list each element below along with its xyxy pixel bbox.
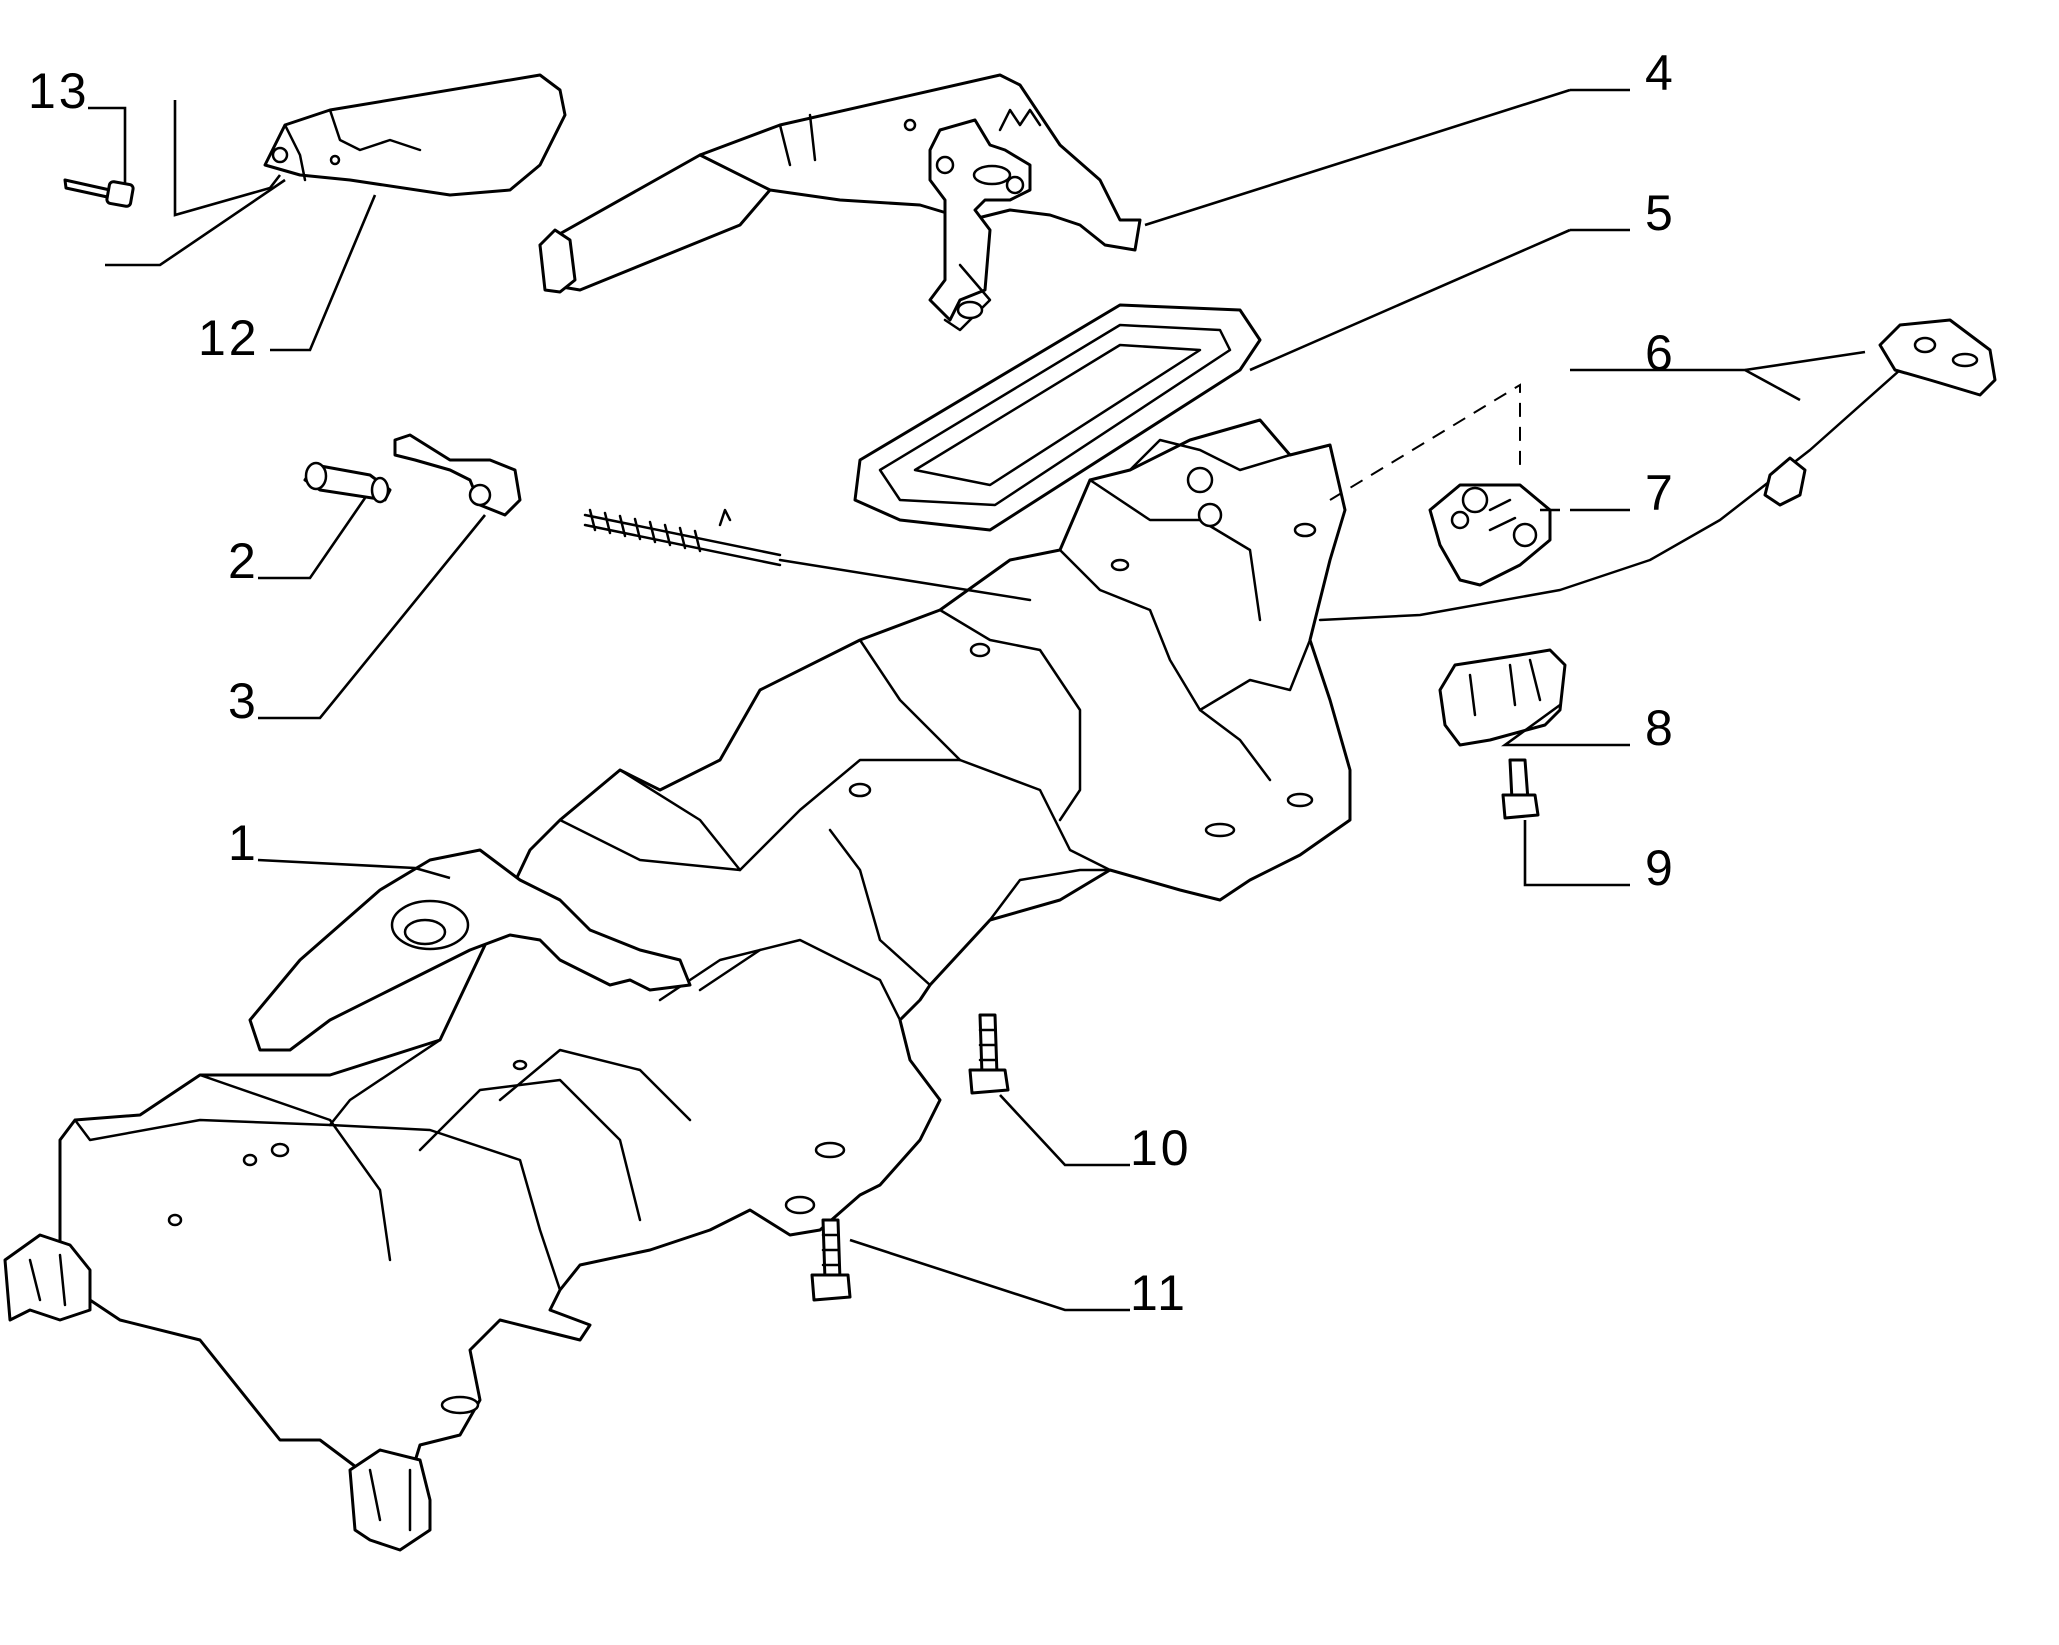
leader-lines [88, 88, 1866, 1312]
adjuster-rod [583, 508, 1032, 602]
callout-4: 4 [1645, 45, 1676, 101]
part-8-clamp [1438, 648, 1567, 747]
callout-11: 11 [1130, 1265, 1188, 1321]
assembly-guide-line [1329, 383, 1521, 501]
callout-13: 13 [28, 63, 90, 119]
part-5-boot-frame [853, 303, 1262, 532]
part-11-screw [810, 1218, 852, 1302]
callout-labels: 13 12 2 3 1 4 5 6 7 8 9 10 11 [28, 45, 1676, 1321]
callout-12: 12 [198, 310, 260, 366]
part-12-grip-cover [263, 73, 567, 197]
part-9-bolt [1501, 758, 1540, 820]
callout-8: 8 [1645, 700, 1676, 756]
callout-3: 3 [228, 673, 259, 729]
part-13-screw [63, 178, 135, 208]
callout-6: 6 [1645, 325, 1676, 381]
callout-9: 9 [1645, 840, 1676, 896]
part-4-handbrake-lever [538, 73, 1142, 332]
part-3-clip [393, 433, 522, 517]
part-2-pin [303, 461, 392, 504]
callout-7: 7 [1645, 465, 1676, 521]
part-7-guide-block [1428, 483, 1552, 587]
part-1-tunnel-bracket [3, 418, 1352, 1552]
part-10-screw [968, 1013, 1010, 1095]
callout-10: 10 [1130, 1120, 1192, 1176]
callout-5: 5 [1645, 185, 1676, 241]
callout-1: 1 [228, 815, 259, 871]
callout-2: 2 [228, 533, 259, 589]
callout-underlines [1570, 88, 1630, 887]
part-6-cable [1318, 318, 1997, 622]
